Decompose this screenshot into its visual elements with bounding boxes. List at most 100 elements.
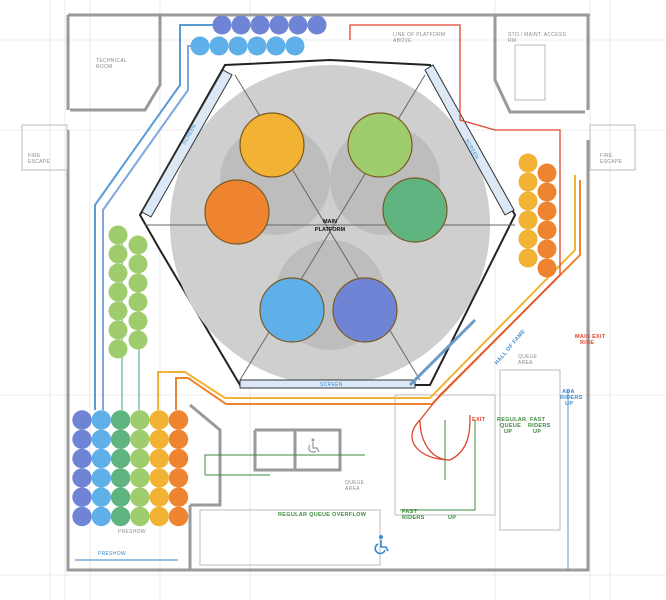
preshow-queue-dot <box>168 410 189 430</box>
queue-position-dot <box>285 36 305 56</box>
queue-position-dot <box>269 15 289 35</box>
regular-queue-up-2: QUEUE <box>500 423 521 429</box>
ride-vehicle-seat <box>239 112 305 178</box>
screen-label-bottom: SCREEN <box>320 382 343 388</box>
room-labels: TECHNICAL ROOM STO./ MAINT. ACCESS RM FI… <box>28 32 622 557</box>
fast-riders-bottom-2: RIDERS <box>402 515 425 521</box>
fire-escape-left-1: FIRE <box>28 153 41 159</box>
preshow-queue-dot <box>130 487 150 507</box>
regular-queue-up-3: UP <box>504 429 512 435</box>
queue-position-dot <box>537 220 557 240</box>
wheelchair-icon <box>374 535 389 555</box>
preshow-queue-dot <box>72 506 92 527</box>
technical-room-label-1: TECHNICAL <box>96 58 127 64</box>
queue-position-dot <box>518 210 538 230</box>
preshow-queue-dot <box>72 468 92 488</box>
queue-position-dot <box>228 36 248 56</box>
preshow-queue-dot <box>149 487 169 507</box>
main-platform: MAIN PLATFORM <box>138 58 517 386</box>
queue-position-dot <box>108 339 128 359</box>
queue-position-dot <box>190 36 210 56</box>
building-walls <box>66 13 590 572</box>
technical-room-label-2: ROOM <box>96 64 113 70</box>
queue-position-dot <box>518 191 538 211</box>
ride-vehicle-seat <box>332 277 398 343</box>
queue-position-dot <box>128 235 148 255</box>
queue-position-dot <box>537 163 557 183</box>
queue-position-dot <box>518 153 538 173</box>
queue-area-bottom-1: QUEUE <box>345 480 365 486</box>
regular-queue-overflow-label: REGULAR QUEUE OVERFLOW <box>278 512 367 518</box>
ride-vehicle-seat <box>347 112 413 178</box>
queue-position-dot <box>537 201 557 221</box>
preshow-queue-dot <box>149 468 169 488</box>
queue-position-dot <box>288 15 308 35</box>
exit-label: EXIT <box>472 417 486 423</box>
queue-area-bottom-2: AREA <box>345 486 360 492</box>
preshow-queue-dot <box>149 429 169 449</box>
queue-position-dot <box>247 36 267 56</box>
fast-riders-bottom-1: FAST <box>402 509 418 515</box>
queue-position-dot <box>108 301 128 321</box>
preshow-queue-dot <box>130 410 150 430</box>
preshow-queue-dot <box>72 429 92 449</box>
preshow-queue-dot <box>110 410 131 430</box>
preshow-queue-dot <box>149 506 169 527</box>
preshow-queue-dot <box>130 468 150 488</box>
queue-position-dot <box>518 248 538 268</box>
fast-riders-up-3: UP <box>533 429 541 435</box>
queue-position-dot <box>128 311 148 331</box>
fire-escape-right-1: FIRE <box>600 153 613 159</box>
queue-position-dot <box>108 263 128 283</box>
preshow-queue-dot <box>72 487 92 507</box>
main-exit-label-1: MAIN EXIT <box>575 334 606 340</box>
preshow-queue-dot <box>168 468 189 488</box>
queue-position-dot <box>209 36 229 56</box>
line-of-platform-2: ABOVE <box>393 38 412 44</box>
ride-vehicle-seat <box>204 179 270 245</box>
preshow-queue-dot <box>72 448 92 469</box>
queue-position-dot <box>518 229 538 249</box>
preshow-queue-dot <box>168 429 189 449</box>
screens: SCREEN SCREEN SCREEN <box>141 64 515 389</box>
platform-label-line2: PLATFORM <box>315 227 346 233</box>
ada-riders-up-1: ADA <box>562 389 575 395</box>
ride-vehicle-seat <box>259 277 325 343</box>
queue-position-dot <box>212 15 232 35</box>
queue-position-dot <box>128 292 148 312</box>
fast-riders-up-1: FAST <box>530 417 546 423</box>
main-exit-label-2: RIDE <box>580 340 594 346</box>
preshow-queue-dot <box>110 468 131 488</box>
ada-riders-up-2: RIDERS <box>560 395 583 401</box>
preshow-queue-dot <box>130 429 150 449</box>
queue-position-dot <box>250 15 270 35</box>
queue-position-dot <box>108 320 128 340</box>
preshow-room-label: PRESHOW <box>118 529 146 535</box>
preshow-queue-dot <box>72 410 92 430</box>
preshow-queue-dot <box>91 506 112 527</box>
wheelchair-icon-restroom <box>308 438 320 453</box>
ada-riders-up-3: UP <box>565 401 573 407</box>
line-of-platform-1: LINE OF PLATFORM <box>393 32 446 38</box>
fire-escape-right-2: ESCAPE <box>600 159 622 165</box>
queue-position-dot <box>108 244 128 264</box>
preshow-queue-dot <box>168 487 189 507</box>
queue-position-dot <box>537 239 557 259</box>
queue-area-right-2: AREA <box>518 360 533 366</box>
queue-position-dot <box>128 330 148 350</box>
fast-riders-up-2: RIDERS <box>528 423 551 429</box>
queue-position-dot <box>537 258 557 278</box>
queue-position-dot <box>231 15 251 35</box>
queue-position-dot <box>128 254 148 274</box>
storage-label-2: RM <box>508 38 516 44</box>
regular-queue-up-1: REGULAR <box>497 417 526 423</box>
preshow-queue-dot <box>110 429 131 449</box>
preshow-line-label: PRESHOW <box>98 551 126 557</box>
preshow-queue-dot <box>91 448 112 469</box>
queue-position-dot <box>537 182 557 202</box>
queue-position-dot <box>128 273 148 293</box>
interior-lines <box>21 44 636 566</box>
preshow-queue-dot <box>91 410 112 430</box>
